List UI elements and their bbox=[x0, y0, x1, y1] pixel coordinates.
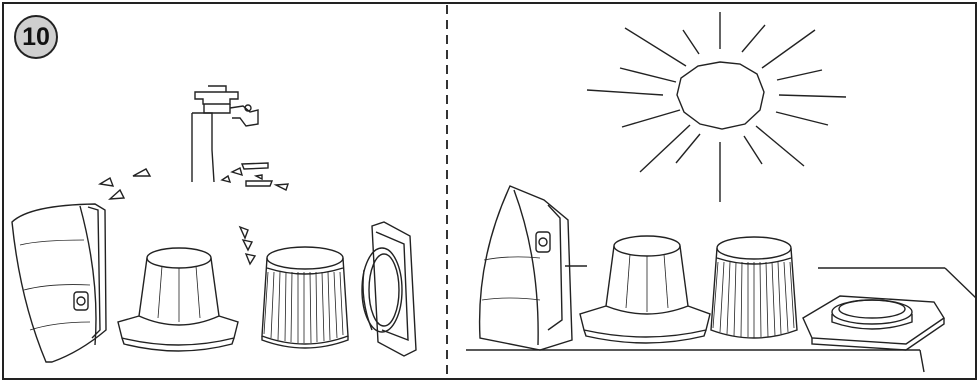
outer-border bbox=[3, 3, 976, 379]
pleated-filter bbox=[262, 247, 348, 348]
dust-cup-dry bbox=[480, 186, 572, 350]
filter-cover bbox=[362, 222, 416, 356]
water-tap-icon bbox=[192, 86, 258, 182]
sun-icon bbox=[587, 12, 846, 202]
left-panel-washing bbox=[12, 86, 416, 362]
pleated-filter-dry bbox=[711, 237, 797, 338]
dust-cup bbox=[12, 204, 106, 362]
right-panel-drying bbox=[466, 12, 976, 372]
filter-holder bbox=[118, 248, 238, 351]
step-number-badge: 10 bbox=[14, 15, 58, 59]
filter-cover-dry bbox=[803, 296, 944, 350]
step-number: 10 bbox=[22, 23, 50, 52]
filter-holder-dry bbox=[580, 236, 710, 343]
